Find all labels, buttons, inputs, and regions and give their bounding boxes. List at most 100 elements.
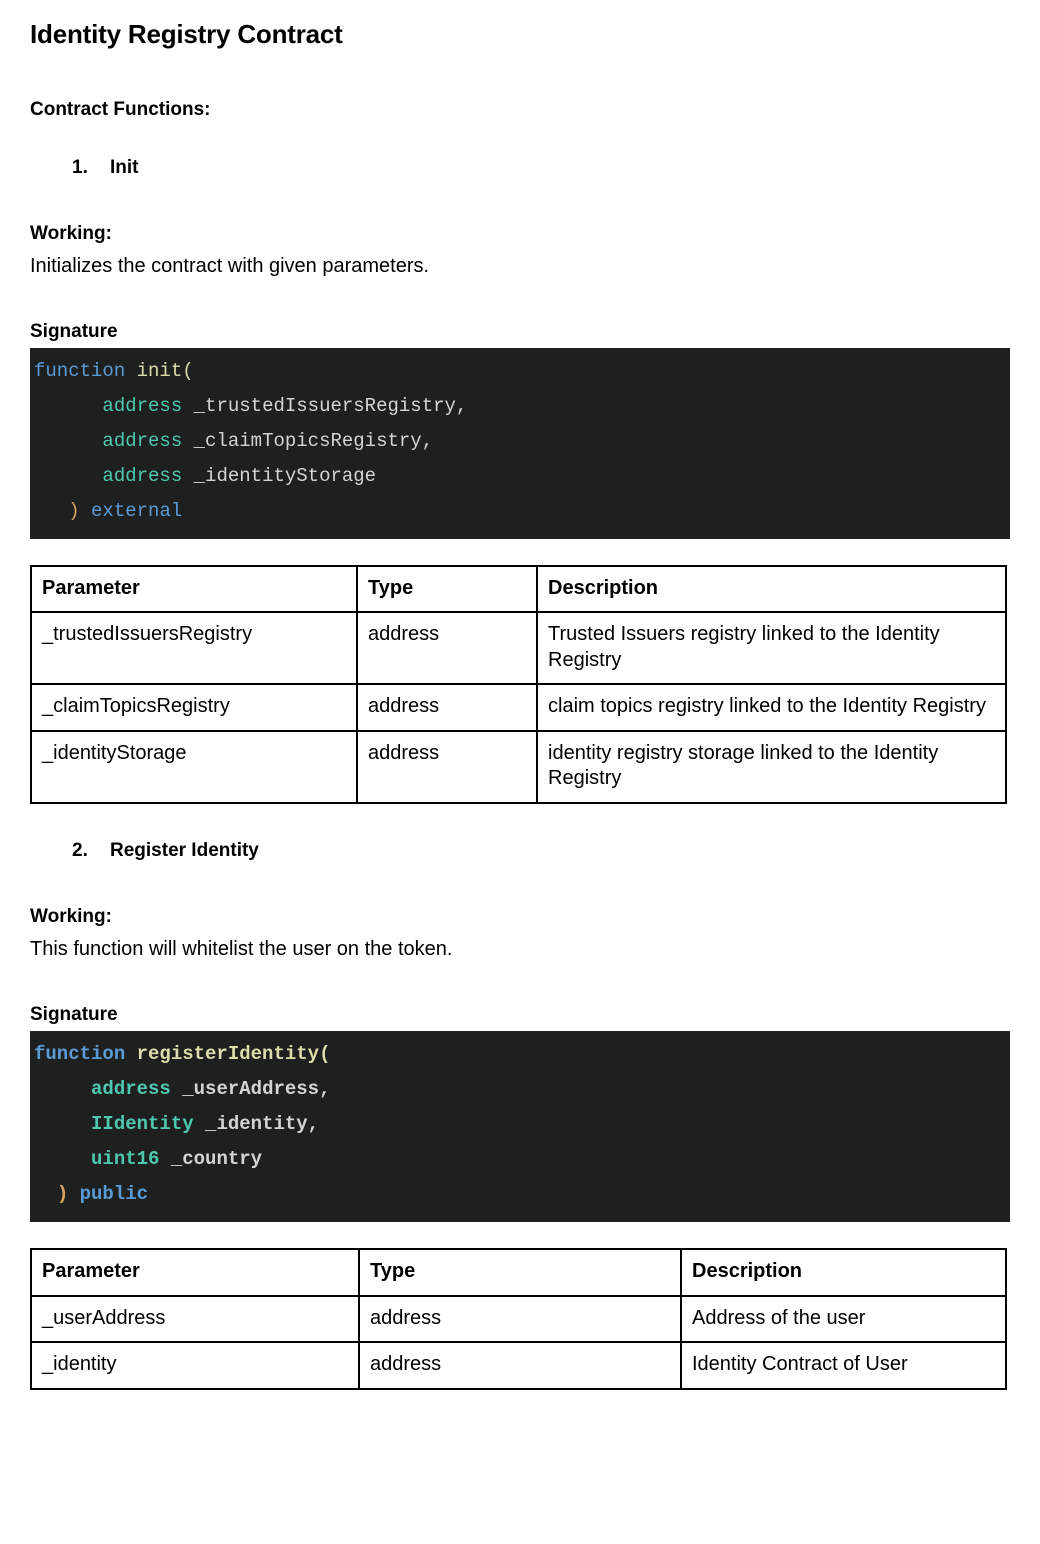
cell-type: address [358,1294,682,1344]
code-token [68,1183,79,1205]
code-token: uint16 [91,1148,160,1171]
code-token: _trustedIssuersRegistry, [193,394,468,417]
page-title: Identity Registry Contract [30,19,343,49]
code-token [125,1043,136,1065]
code-token: ( [319,1043,331,1066]
table-column-header: Type [358,1248,682,1297]
table-column-header: Parameter [30,564,358,614]
code-block-register-identity: function registerIdentity( address _user… [30,1031,1010,1223]
working-label-2: Working: [30,906,112,928]
code-token: external [91,499,183,522]
code-token: address [102,429,183,452]
list-item-function-2: 2. Register Identity [72,840,1010,862]
list-number: 2. [72,840,88,862]
contract-functions-label: Contract Functions: [30,98,211,120]
code-line: address _claimTopicsRegistry, [30,424,1010,459]
cell-description: claim topics registry linked to the Iden… [536,683,1007,732]
document-page: Identity Registry Contract Contract Func… [30,19,1010,1432]
code-token: ( [182,359,194,382]
working-label-1: Working: [30,222,112,244]
code-line: address _trustedIssuersRegistry, [30,389,1010,424]
signature-label-1: Signature [30,320,118,342]
bottom-spacer [30,1390,1010,1432]
cell-parameter: _identityStorage [30,729,358,805]
working-text-1: Initializes the contract with given para… [30,254,430,277]
code-line: address _identityStorage [30,459,1010,494]
table-column-header: Description [536,564,1007,614]
code-token: address [91,1078,171,1101]
code-token: address [102,464,183,487]
code-token [34,500,68,522]
code-line: function init( [30,354,1010,389]
code-token [80,500,91,522]
code-token [182,430,193,452]
cell-description: Identity Contract of User [680,1341,1007,1390]
cell-parameter: _identity [30,1341,360,1390]
code-token: _claimTopicsRegistry, [193,429,434,452]
code-token [182,395,193,417]
code-token [34,1113,91,1135]
code-token [34,465,102,487]
table-column-header: Description [680,1248,1007,1297]
function-list-1: 1. Init [30,157,1010,179]
cell-type: address [356,729,538,805]
cell-parameter: _userAddress [30,1294,360,1344]
list-number: 1. [72,156,88,178]
code-token: function [34,1043,126,1066]
table-column-header: Type [356,564,538,614]
function-list-2: 2. Register Identity [30,840,1010,862]
code-token: ) [68,499,80,522]
table-column-header: Parameter [30,1248,360,1297]
cell-description: identity registry storage linked to the … [536,729,1007,805]
code-line: function registerIdentity( [30,1037,1010,1072]
cell-description: Trusted Issuers registry linked to the I… [536,611,1007,686]
code-token [34,1148,91,1170]
cell-description: Address of the user [680,1294,1007,1344]
code-line: uint16 _country [30,1142,1010,1177]
cell-parameter: _claimTopicsRegistry [30,683,358,732]
code-token [34,395,102,417]
code-token [194,1113,205,1135]
function-name-register-identity: Register Identity [110,840,259,862]
cell-type: address [356,683,538,732]
cell-parameter: _trustedIssuersRegistry [30,611,358,686]
code-token: _userAddress, [182,1078,331,1101]
code-token [34,1183,57,1205]
cell-type: address [356,611,538,686]
cell-type: address [358,1341,682,1390]
code-line: ) public [30,1177,1010,1212]
code-token: ) [56,1183,69,1206]
code-line: IIdentity _identity, [30,1107,1010,1142]
code-token: IIdentity [91,1113,194,1136]
code-token: _country [170,1148,263,1171]
code-token [159,1148,170,1170]
code-token: _identity, [205,1113,320,1136]
code-token [171,1078,182,1100]
code-token: public [79,1183,149,1206]
code-token: init [136,359,183,382]
code-block-init: function init( address _trustedIssuersRe… [30,347,1010,539]
code-token [34,430,102,452]
code-token [182,465,193,487]
working-text-2: This function will whitelist the user on… [30,938,453,961]
signature-label-2: Signature [30,1004,118,1026]
code-token: _identityStorage [193,464,377,487]
code-line: ) external [30,494,1010,529]
function-name-init: Init [110,156,139,178]
code-token: address [102,394,183,417]
code-token: function [34,359,126,382]
code-line: address _userAddress, [30,1072,1010,1107]
code-token: registerIdentity [136,1043,320,1066]
code-token [34,1078,91,1100]
code-token [125,360,136,382]
list-item-function-1: 1. Init [72,157,1010,179]
